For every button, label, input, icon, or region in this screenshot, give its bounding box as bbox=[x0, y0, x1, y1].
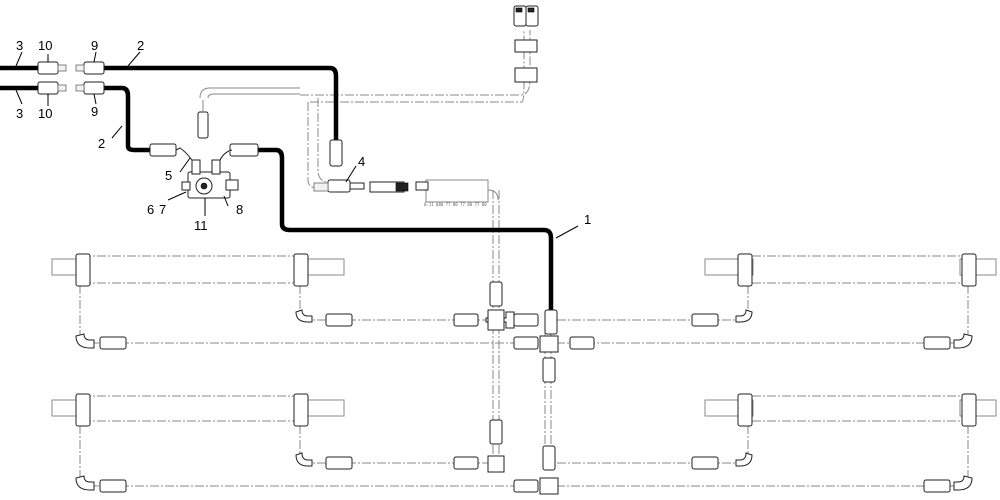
callouts: 3 10 9 2 3 10 9 2 5 4 6 7 8 11 1 bbox=[16, 38, 591, 233]
hose-2-upper bbox=[104, 65, 339, 140]
callout-4: 4 bbox=[358, 154, 365, 169]
callout-11: 11 bbox=[194, 218, 208, 233]
valve-4: 0-11 000 77 00 77 00 77 00 bbox=[313, 179, 487, 207]
callout-3-lower: 3 bbox=[16, 106, 23, 121]
leader-lines bbox=[15, 51, 579, 239]
valve-block-11 bbox=[175, 100, 239, 199]
coupler-9-upper bbox=[83, 61, 105, 75]
callout-7: 7 bbox=[159, 202, 166, 217]
callout-1: 1 bbox=[584, 212, 591, 227]
svg-text:0-11 000 77 00 77 00 77 00: 0-11 000 77 00 77 00 77 00 bbox=[424, 202, 487, 207]
callout-9-upper: 9 bbox=[91, 38, 98, 53]
coupler-10-lower bbox=[37, 81, 59, 95]
callout-2-lower: 2 bbox=[98, 136, 105, 151]
coupler-10-upper bbox=[37, 61, 59, 75]
coupler-stack bbox=[513, 5, 539, 83]
callout-5: 5 bbox=[165, 168, 172, 183]
callout-3-upper: 3 bbox=[16, 38, 23, 53]
callout-9-lower: 9 bbox=[91, 104, 98, 119]
fittings: 0-11 000 77 00 77 00 77 00 bbox=[37, 5, 977, 495]
callout-2-upper: 2 bbox=[137, 38, 144, 53]
hose-2-lower bbox=[104, 85, 150, 153]
callout-6: 6 bbox=[147, 202, 154, 217]
callout-8: 8 bbox=[236, 202, 243, 217]
callout-10-lower: 10 bbox=[38, 106, 52, 121]
phantom-lines bbox=[51, 30, 997, 487]
coupler-9-lower bbox=[83, 81, 105, 95]
tee-fittings bbox=[453, 281, 595, 495]
hoses bbox=[0, 65, 554, 310]
callout-10-upper: 10 bbox=[38, 38, 52, 53]
hose-1 bbox=[258, 147, 554, 310]
cylinders bbox=[75, 253, 977, 493]
